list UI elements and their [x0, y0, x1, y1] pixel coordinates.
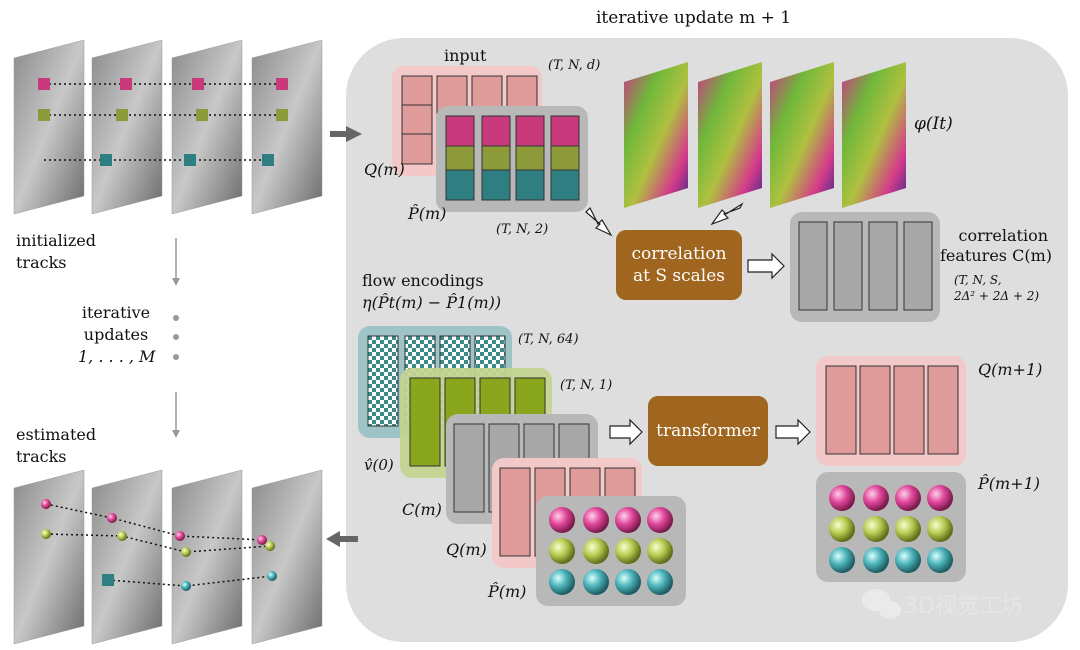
p-next-label: P̂(m+1) — [978, 474, 1041, 493]
p-next-balls — [829, 485, 953, 573]
p2-label: P̂(m) — [488, 582, 527, 601]
p-label: P̂(m) — [408, 204, 447, 223]
corr-shape: (T, N, S,2Δ² + 2Δ + 2) — [954, 273, 1040, 303]
initialized-frames — [13, 39, 323, 215]
corr-feature-grid — [798, 221, 933, 311]
p-shape: (T, N, 2) — [496, 222, 549, 237]
estimated-frames — [13, 469, 323, 645]
panel-title: iterative update m + 1 — [596, 8, 792, 28]
watermark-logo — [862, 589, 901, 619]
p-input-grid — [445, 115, 580, 201]
q-shape: (T, N, d) — [548, 58, 601, 73]
correlation-box — [616, 230, 742, 300]
flow-shape: (T, N, 64) — [518, 332, 579, 347]
watermark-text: 3D视觉工坊 — [904, 594, 1023, 619]
q2-label: Q(m) — [446, 540, 487, 559]
p2-balls — [549, 507, 673, 595]
v-label: v̂(0) — [364, 456, 394, 474]
v-shape: (T, N, 1) — [560, 378, 613, 393]
hollow-arrows-corr — [585, 202, 744, 237]
q-next-grid — [825, 365, 959, 455]
transformer-label: transformer — [656, 421, 760, 441]
q-next-label: Q(m+1) — [978, 360, 1043, 379]
c-label: C(m) — [402, 500, 442, 519]
phi-label: φ(It) — [914, 114, 953, 134]
arrow-in — [330, 126, 362, 142]
arrow-out — [326, 531, 358, 547]
q-label: Q(m) — [364, 160, 405, 179]
transformer-box — [648, 396, 768, 466]
input-label: input — [444, 46, 487, 65]
feature-maps — [624, 62, 906, 208]
